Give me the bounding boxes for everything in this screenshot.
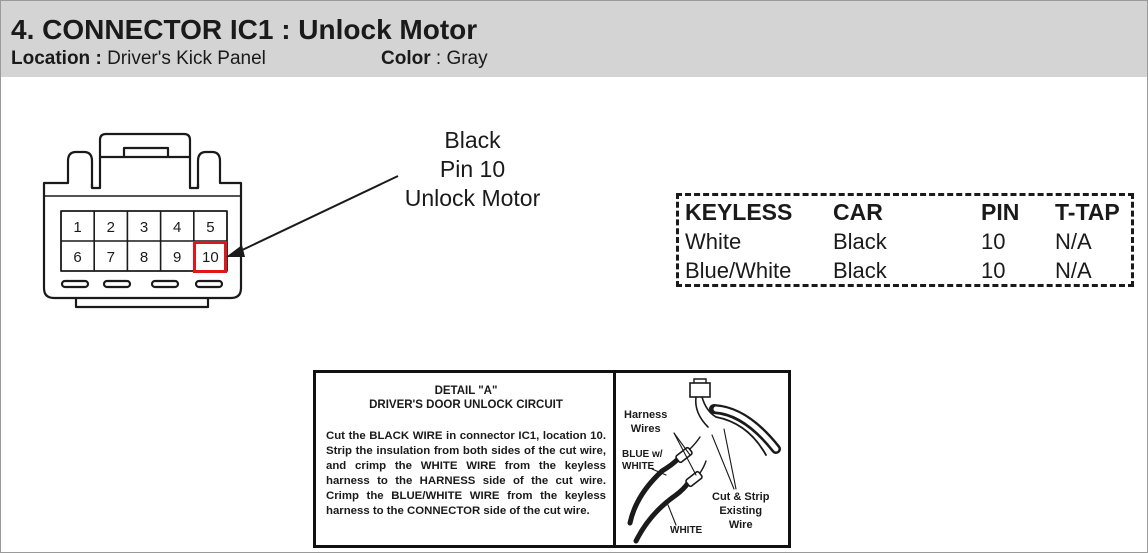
- location-line: Location : Driver's Kick Panel: [11, 48, 266, 70]
- detail-illustration: Harness Wires BLUE w/ WHITE WHITE Cut & …: [616, 373, 788, 545]
- pin-6: 6: [73, 249, 81, 266]
- detail-title: DETAIL "A": [434, 385, 498, 397]
- cell-ttap: N/A: [1055, 229, 1092, 254]
- cell-keyless: White: [685, 229, 742, 254]
- table-row: White Black 10 N/A: [685, 227, 1129, 256]
- label-blue-white: BLUE w/ WHITE: [622, 449, 663, 473]
- callout-pin: Pin 10: [439, 156, 506, 182]
- cell-pin: 10: [981, 258, 1006, 283]
- table-row: Blue/White Black 10 N/A: [685, 256, 1129, 285]
- callout-arrowhead: [226, 245, 245, 257]
- color-label: Color: [381, 48, 431, 69]
- col-keyless: KEYLESS: [685, 199, 793, 225]
- label-cut-strip: Cut & Strip Existing Wire: [712, 490, 769, 532]
- pin-7: 7: [107, 249, 115, 266]
- label-cut-line3: Wire: [728, 519, 753, 531]
- pin-1: 1: [73, 219, 81, 236]
- pin-10-highlight: [193, 241, 227, 273]
- cell-car: Black: [833, 258, 887, 283]
- location-value: Driver's Kick Panel: [107, 48, 266, 69]
- label-harness-wires: Harness Wires: [624, 408, 667, 436]
- wire-table: KEYLESS CAR PIN T-TAP White Black 10 N/A…: [676, 193, 1134, 287]
- callout-arrow: [237, 175, 399, 253]
- detail-instructions: Cut the BLACK WIRE in connector IC1, loc…: [326, 430, 606, 517]
- col-car: CAR: [833, 199, 883, 225]
- callout-function: Unlock Motor: [404, 185, 541, 211]
- location-label: Location :: [11, 48, 102, 69]
- color-line: Color : Gray: [381, 48, 488, 70]
- detail-box: DETAIL "A" DRIVER'S DOOR UNLOCK CIRCUIT …: [313, 370, 791, 548]
- callout-wire-color: Black: [444, 127, 501, 153]
- detail-heading: DETAIL "A" DRIVER'S DOOR UNLOCK CIRCUIT: [316, 384, 616, 412]
- header-bar: 4. CONNECTOR IC1 : Unlock Motor Location…: [1, 1, 1147, 77]
- label-cut-line2: Existing: [719, 505, 763, 517]
- cell-pin: 10: [981, 229, 1006, 254]
- pin-10: 10: [202, 249, 219, 266]
- pin-3: 3: [140, 219, 148, 236]
- label-cut-line1: Cut & Strip: [712, 491, 770, 503]
- color-value: : Gray: [435, 48, 488, 69]
- pin-2: 2: [107, 219, 115, 236]
- page-title: 4. CONNECTOR IC1 : Unlock Motor: [11, 14, 478, 45]
- label-white: WHITE: [670, 525, 703, 536]
- wire-splice-illustration: [627, 378, 781, 544]
- connector-diagram: 1 2 3 4 5 6 7 8 9 10: [42, 132, 399, 309]
- pin-4: 4: [173, 219, 181, 236]
- col-ttap: T-TAP: [1055, 199, 1120, 225]
- cell-ttap: N/A: [1055, 258, 1092, 283]
- pin-callout: Black Pin 10 Unlock Motor: [395, 126, 550, 213]
- cell-car: Black: [833, 229, 887, 254]
- label-harness-line2: Wires: [630, 423, 661, 435]
- detail-subtitle: DRIVER'S DOOR UNLOCK CIRCUIT: [369, 399, 563, 411]
- col-pin: PIN: [981, 199, 1020, 225]
- cell-keyless: Blue/White: [685, 258, 792, 283]
- label-blue-line1: BLUE w/: [622, 449, 663, 460]
- wire-table-header: KEYLESS CAR PIN T-TAP: [685, 198, 1129, 227]
- label-blue-line2: WHITE: [622, 461, 655, 472]
- label-harness-line1: Harness: [624, 409, 668, 421]
- detail-text-panel: DETAIL "A" DRIVER'S DOOR UNLOCK CIRCUIT …: [316, 373, 616, 545]
- pin-8: 8: [140, 249, 148, 266]
- pin-5: 5: [206, 219, 214, 236]
- pin-9: 9: [173, 249, 181, 266]
